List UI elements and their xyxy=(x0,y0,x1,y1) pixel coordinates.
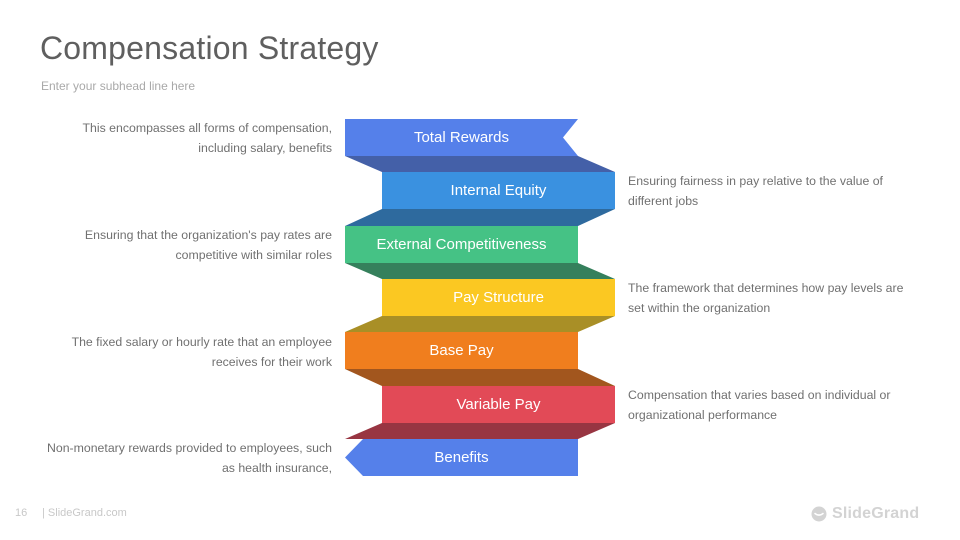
fold-6 xyxy=(345,423,615,439)
bar-internal-equity xyxy=(382,172,615,209)
fold-2 xyxy=(345,209,615,226)
fold-1 xyxy=(345,156,615,172)
desc-total-rewards: This encompasses all forms of compensati… xyxy=(82,121,332,155)
bar-pay-structure xyxy=(382,279,615,316)
subhead: Enter your subhead line here xyxy=(41,79,196,93)
desc-variable-pay: Compensation that varies based on indivi… xyxy=(628,388,891,422)
footer-site: | SlideGrand.com xyxy=(42,507,127,519)
fold-3 xyxy=(345,263,615,279)
slidegrand-logo-icon xyxy=(811,506,827,522)
label-total-rewards: Total Rewards xyxy=(413,129,510,146)
page-number: 16 xyxy=(15,507,28,519)
desc-benefits: Non-monetary rewards provided to employe… xyxy=(46,441,332,475)
desc-base-pay: The fixed salary or hourly rate that an … xyxy=(71,335,332,369)
fold-4 xyxy=(345,316,615,332)
bar-base-pay xyxy=(345,332,578,369)
desc-pay-structure: The framework that determines how pay le… xyxy=(628,281,904,315)
label-pay-structure: Pay Structure xyxy=(453,289,544,306)
label-internal-equity: Internal Equity xyxy=(450,182,547,199)
label-benefits: Benefits xyxy=(434,449,489,466)
label-variable-pay: Variable Pay xyxy=(456,396,541,413)
label-external-competitiveness: External Competitiveness xyxy=(376,236,547,253)
label-base-pay: Base Pay xyxy=(429,342,494,359)
fold-5 xyxy=(345,369,615,386)
bar-external-competitiveness xyxy=(345,226,578,263)
desc-external-competitiveness: Ensuring that the organization's pay rat… xyxy=(84,228,332,262)
page-title: Compensation Strategy xyxy=(40,30,379,66)
brand-logo: SlideGrand xyxy=(811,503,919,525)
bar-variable-pay xyxy=(382,386,615,423)
bar-benefits xyxy=(345,439,578,476)
brand-name: SlideGrand xyxy=(832,505,920,522)
desc-internal-equity: Ensuring fairness in pay relative to the… xyxy=(628,174,883,208)
bar-total-rewards xyxy=(345,119,578,156)
